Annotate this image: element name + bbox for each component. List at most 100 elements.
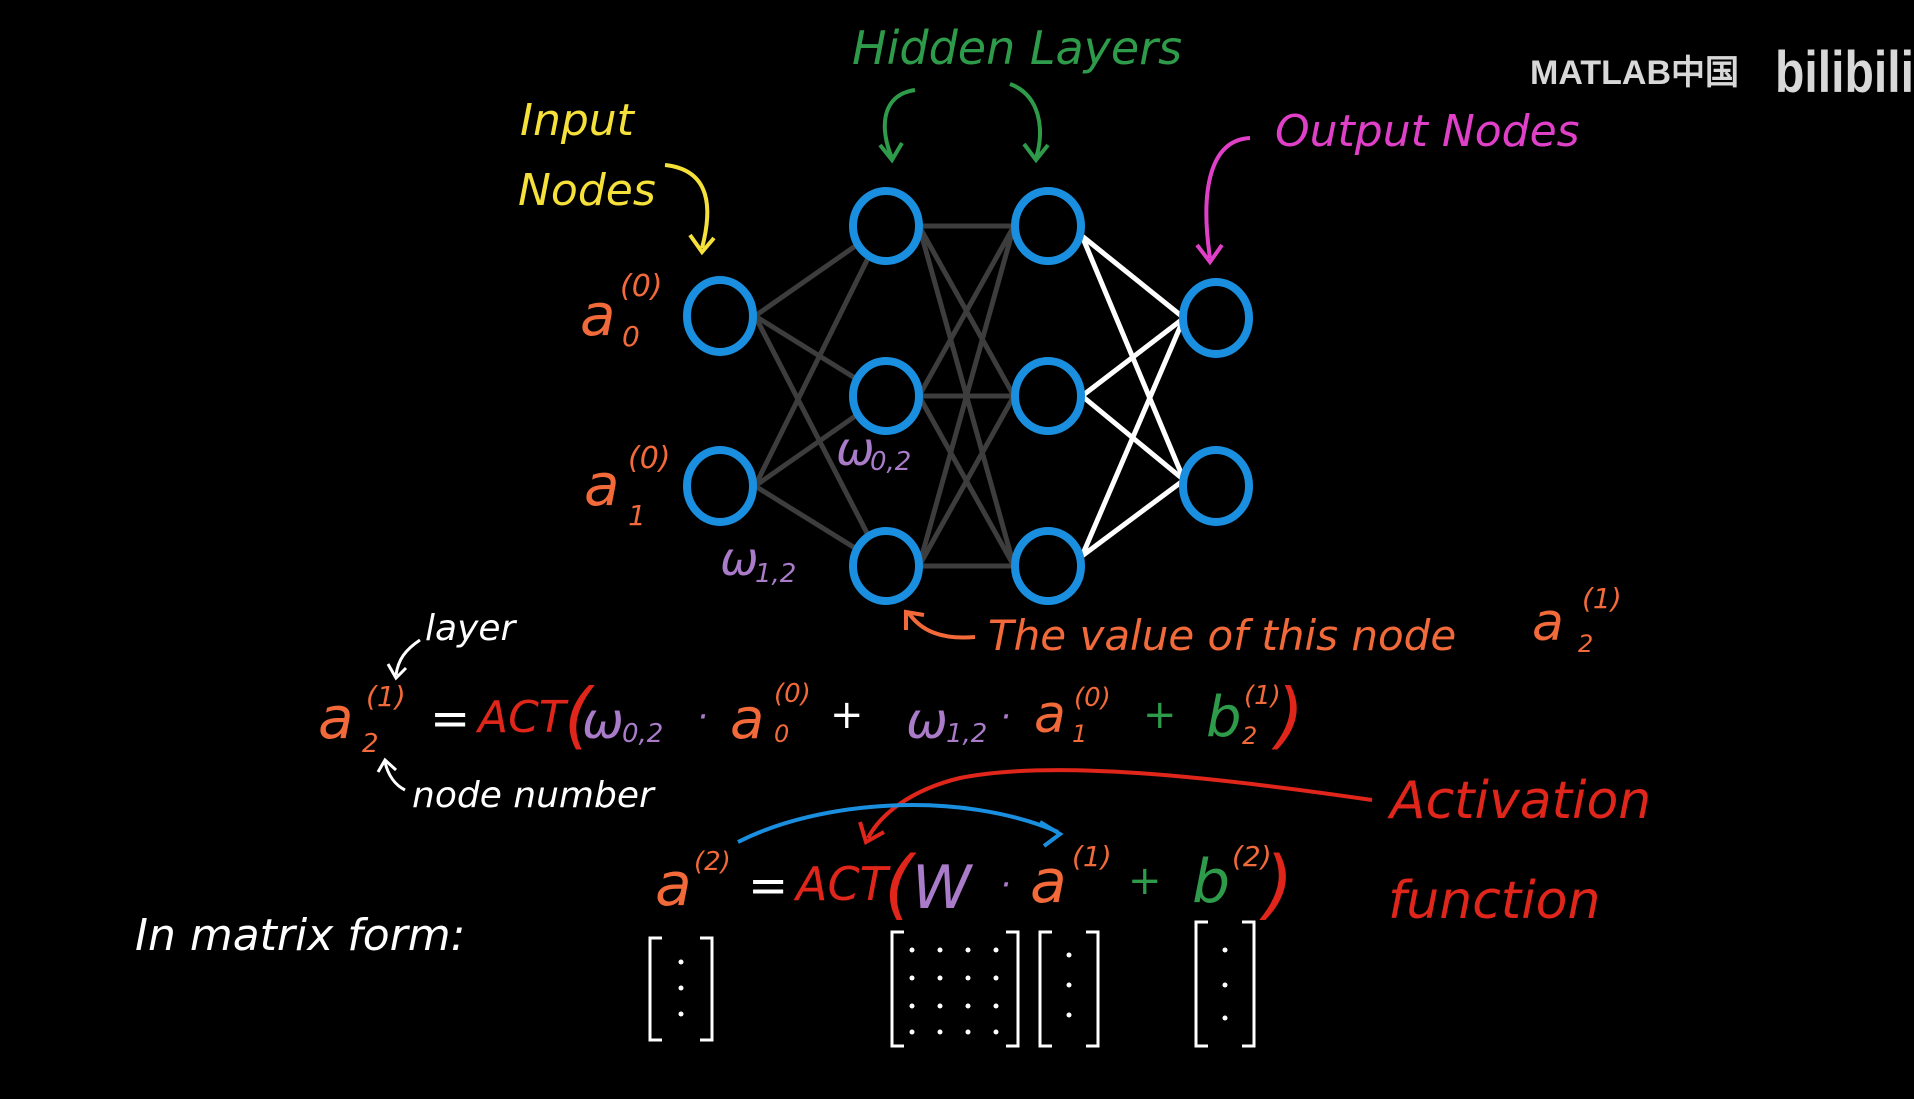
a0-base: a — [580, 281, 616, 349]
hidden1-node-1 — [849, 357, 923, 435]
layer-arrow-icon — [394, 638, 421, 676]
eq2-lhs-sup: (2) — [694, 847, 731, 877]
eq1-plus2: + — [1143, 692, 1177, 738]
node-number-annotation: node number — [412, 775, 656, 816]
eq1-w12-sub: 1,2 — [946, 719, 987, 749]
activation-arrowhead-icon — [858, 821, 885, 845]
blue-arrowhead-icon — [1038, 820, 1064, 848]
value-caption: The value of this node — [988, 611, 1456, 660]
value-caption-a-sub: 2 — [1578, 630, 1593, 658]
eq1-a1-sub: 1 — [1072, 720, 1087, 748]
hidden1-node-2 — [849, 527, 923, 605]
eq2-plus: + — [1128, 858, 1162, 904]
output-nodes-label: Output Nodes — [1275, 106, 1580, 157]
eq1-equals: = — [430, 691, 470, 747]
equation-2: a (2) = ACT ( W · a (1) + b (2) ) — [655, 839, 1294, 928]
w02-base: ω — [836, 422, 875, 476]
eq1-plus1: + — [830, 692, 864, 738]
node-arrowhead-icon — [376, 757, 398, 773]
layer-annotation: layer — [425, 608, 518, 649]
matrix-a2-dots — [678, 959, 684, 1017]
output-node-0 — [1179, 278, 1253, 358]
eq1-a1: a — [1034, 685, 1066, 745]
matrix-a1-dots — [1066, 952, 1072, 1018]
matrix-W — [890, 930, 1020, 1048]
eq1-lhs-sup: (1) — [366, 680, 406, 713]
hidden-arrowhead-left-icon — [878, 141, 904, 164]
input-nodes-label-line1: Input — [520, 95, 636, 146]
a0-sub: 0 — [622, 320, 640, 353]
matrix-form-label: In matrix form: — [135, 910, 465, 961]
eq1-lhs-sub: 2 — [362, 729, 379, 759]
label-w02: ω 0,2 — [836, 422, 911, 477]
input-nodes-label-line2: Nodes — [518, 165, 656, 216]
eq2-open-paren: ( — [884, 839, 917, 928]
input-node-0 — [683, 276, 757, 356]
a1-sup: (0) — [628, 441, 671, 476]
value-arrow-icon — [906, 610, 976, 640]
output-arrow-icon — [1204, 136, 1251, 259]
value-caption-a-sup: (1) — [1582, 582, 1622, 615]
equation-1: a 2 (1) = ACT ( ω 0,2 · a 0 (0) + ω 1,2 … — [318, 673, 1304, 759]
eq1-act: ACT — [475, 692, 569, 743]
w12-sub: 1,2 — [755, 559, 796, 589]
input-arrow-icon — [664, 163, 710, 249]
hidden-arrow-right-icon — [1009, 82, 1043, 159]
layer-arrowhead-icon — [386, 663, 408, 681]
hidden-layer-1 — [849, 187, 923, 605]
eq1-w02-sub: 0,2 — [622, 719, 663, 749]
eq1-close-paren: ) — [1271, 673, 1304, 757]
eq2-lhs: a — [655, 850, 692, 920]
label-a1-0: a 1 (0) — [584, 441, 671, 532]
eq1-b: b — [1206, 685, 1242, 750]
matrix-b-dots — [1222, 947, 1228, 1021]
eq1-b-sub: 2 — [1242, 722, 1257, 750]
eq1-b-sup: (1) — [1244, 681, 1281, 711]
hidden-layers-label: Hidden Layers — [852, 21, 1182, 75]
hidden2-node-1 — [1011, 357, 1085, 435]
input-layer — [683, 276, 757, 526]
hidden2-node-2 — [1011, 527, 1085, 605]
watermark-brand: MATLAB中国 — [1530, 54, 1739, 92]
label-a0-0: a 0 (0) — [580, 269, 663, 353]
w12-base: ω — [720, 532, 759, 586]
a1-sub: 1 — [628, 499, 646, 532]
hidden-arrowhead-right-icon — [1022, 142, 1050, 164]
eq1-lhs: a — [318, 684, 354, 752]
eq2-close-paren: ) — [1259, 839, 1294, 928]
input-node-1 — [683, 446, 757, 526]
a0-sup: (0) — [620, 269, 663, 304]
eq1-w12: ω — [906, 692, 948, 750]
edges-input-hidden1 — [752, 223, 887, 569]
edges-hidden1-hidden2 — [916, 223, 1017, 569]
edges-hidden2-output — [1079, 234, 1187, 559]
input-arrowhead-icon — [688, 233, 716, 256]
node-arrow-icon — [383, 761, 406, 792]
activation-label-line2: function — [1388, 871, 1600, 931]
eq1-a0-sup: (0) — [774, 679, 811, 709]
label-w12: ω 1,2 — [720, 532, 796, 589]
value-caption-a: a — [1532, 593, 1564, 653]
matrix-b — [1194, 920, 1256, 1048]
eq1-dot2: · — [1000, 697, 1011, 737]
eq2-b-sup: (2) — [1232, 840, 1272, 873]
hidden-layer-2 — [1011, 187, 1085, 605]
eq2-equals: = — [748, 858, 788, 914]
hidden2-node-0 — [1011, 187, 1085, 265]
value-arrowhead-icon — [904, 609, 925, 630]
matrix-a2 — [648, 936, 714, 1042]
hidden-arrow-left-icon — [882, 88, 916, 159]
eq2-a-sup: (1) — [1072, 840, 1112, 873]
eq2-b: b — [1192, 847, 1230, 917]
activation-arrow-icon — [866, 768, 1373, 839]
output-layer — [1179, 278, 1253, 526]
blue-arrow-icon — [737, 803, 1059, 844]
hidden1-node-0 — [849, 187, 923, 265]
eq1-a0-sub: 0 — [774, 720, 789, 748]
output-node-1 — [1179, 446, 1253, 526]
activation-label-line1: Activation — [1387, 771, 1651, 831]
output-arrowhead-icon — [1195, 243, 1224, 266]
eq1-w02: ω — [582, 692, 624, 750]
eq2-W: W — [912, 853, 974, 923]
